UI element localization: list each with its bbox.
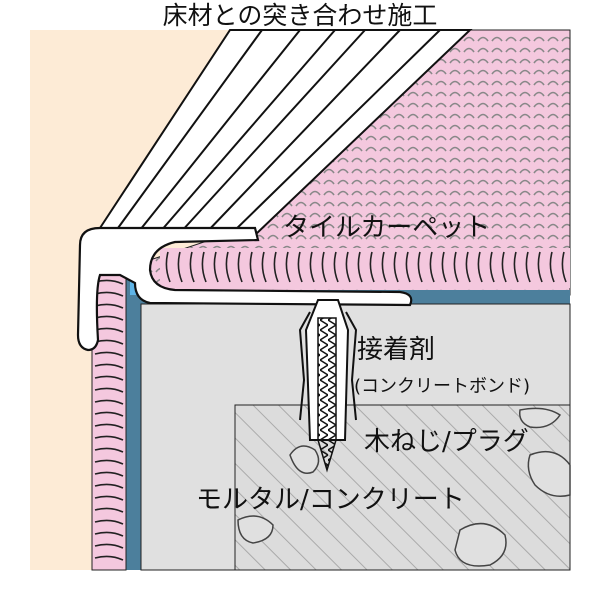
aggregate-stone xyxy=(237,515,274,544)
label-carpet: タイルカーペット xyxy=(283,213,490,243)
label-adhesive-note: (コンクリートボンド) xyxy=(354,376,530,397)
diagram-title: 床材との突き合わせ施工 xyxy=(163,1,438,30)
carpet-edge-strip xyxy=(160,248,570,288)
blue-layer-vertical xyxy=(125,265,141,570)
aggregate-stone xyxy=(289,445,320,474)
label-substrate: モルタル/コンクリート xyxy=(196,485,465,515)
nosing-ridges xyxy=(117,29,441,236)
label-adhesive: 接着剤 xyxy=(357,335,435,365)
carpet-edge-loops xyxy=(165,251,567,283)
aggregate-stone xyxy=(518,407,562,429)
aggregate-stone xyxy=(454,522,507,567)
label-fastener: 木ねじ/プラグ xyxy=(364,427,529,457)
screw-plug xyxy=(298,299,358,473)
nosing-profile xyxy=(76,226,413,352)
aggregate-stone xyxy=(527,450,571,497)
